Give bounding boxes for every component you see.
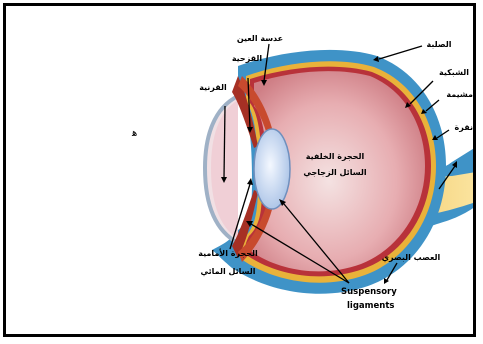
figure-frame: ﻫ عدسة العين القزحية القرنية الحجرة الخل… <box>3 3 476 337</box>
label-aqueous-humor: السائل المائي <box>200 267 255 276</box>
label-suspensory-line1: Suspensory <box>341 287 397 297</box>
label-retina: الشبكية <box>439 68 469 77</box>
label-anterior-chamber: الحجرة الأمامية <box>198 248 258 258</box>
eye-diagram: ﻫ عدسة العين القزحية القرنية الحجرة الخل… <box>6 6 473 334</box>
crystalline-lens <box>254 129 290 209</box>
label-suspensory-line2: ligaments <box>347 301 394 311</box>
label-cornea: القرنية <box>199 83 227 92</box>
label-choroid: مشيمة <box>446 90 473 99</box>
stray-mark: ﻫ <box>131 128 137 139</box>
label-crystalline-lens: عدسة العين <box>237 34 283 43</box>
label-posterior-chamber: الحجرة الخلفية <box>306 152 365 161</box>
label-optic-nerve: العصب البصري <box>382 253 441 262</box>
label-fovea: نقرة <box>455 123 473 132</box>
label-vitreous-humor: السائل الزجاجي <box>303 168 366 177</box>
label-sclera: الصلبة <box>426 40 451 49</box>
label-iris: القزحية <box>232 54 263 63</box>
